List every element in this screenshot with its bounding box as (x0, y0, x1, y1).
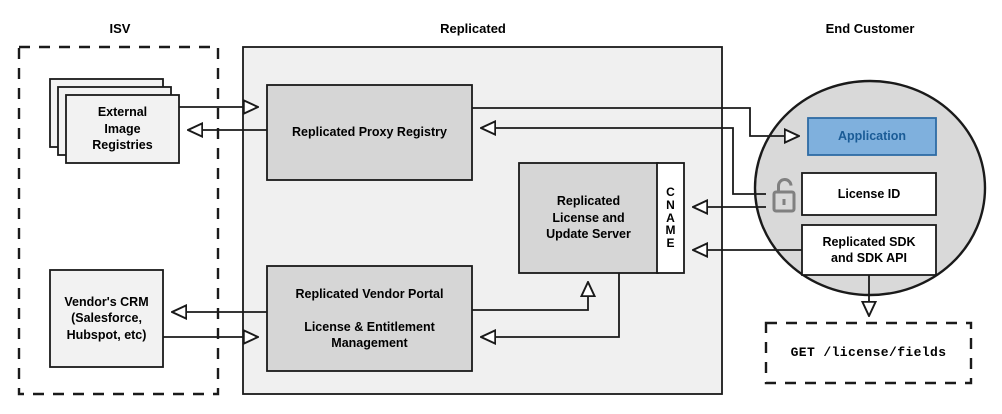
arrow-portal-to-license-server (472, 282, 588, 311)
title-end-customer: End Customer (825, 21, 915, 36)
cname-label: C N A M E (657, 163, 684, 273)
cname-letter-e: E (666, 236, 675, 251)
cname-letter-c: C (666, 184, 675, 199)
vendor-crm-box (49, 269, 164, 368)
cname-letter-n: N (666, 197, 675, 212)
cname-strip (656, 162, 685, 274)
application-box (807, 117, 937, 156)
cname-letter-m: M (665, 223, 676, 238)
external-image-registries-stack (49, 78, 180, 164)
sdk-box (801, 224, 937, 276)
title-isv: ISV (109, 21, 131, 36)
license-update-server-box (518, 162, 659, 274)
arrow-proxy-to-application (472, 107, 799, 136)
vendor-portal-box (266, 265, 473, 372)
open-padlock-icon (772, 178, 796, 213)
title-replicated: Replicated (440, 21, 506, 36)
cname-letter-a: A (666, 210, 675, 225)
arrow-license-server-to-portal (481, 273, 620, 337)
license-id-box (801, 172, 937, 216)
isv-zone (17, 45, 220, 396)
api-call-box (764, 321, 973, 385)
arrow-licenseid-to-proxy (481, 128, 766, 195)
proxy-registry-box (266, 84, 473, 181)
